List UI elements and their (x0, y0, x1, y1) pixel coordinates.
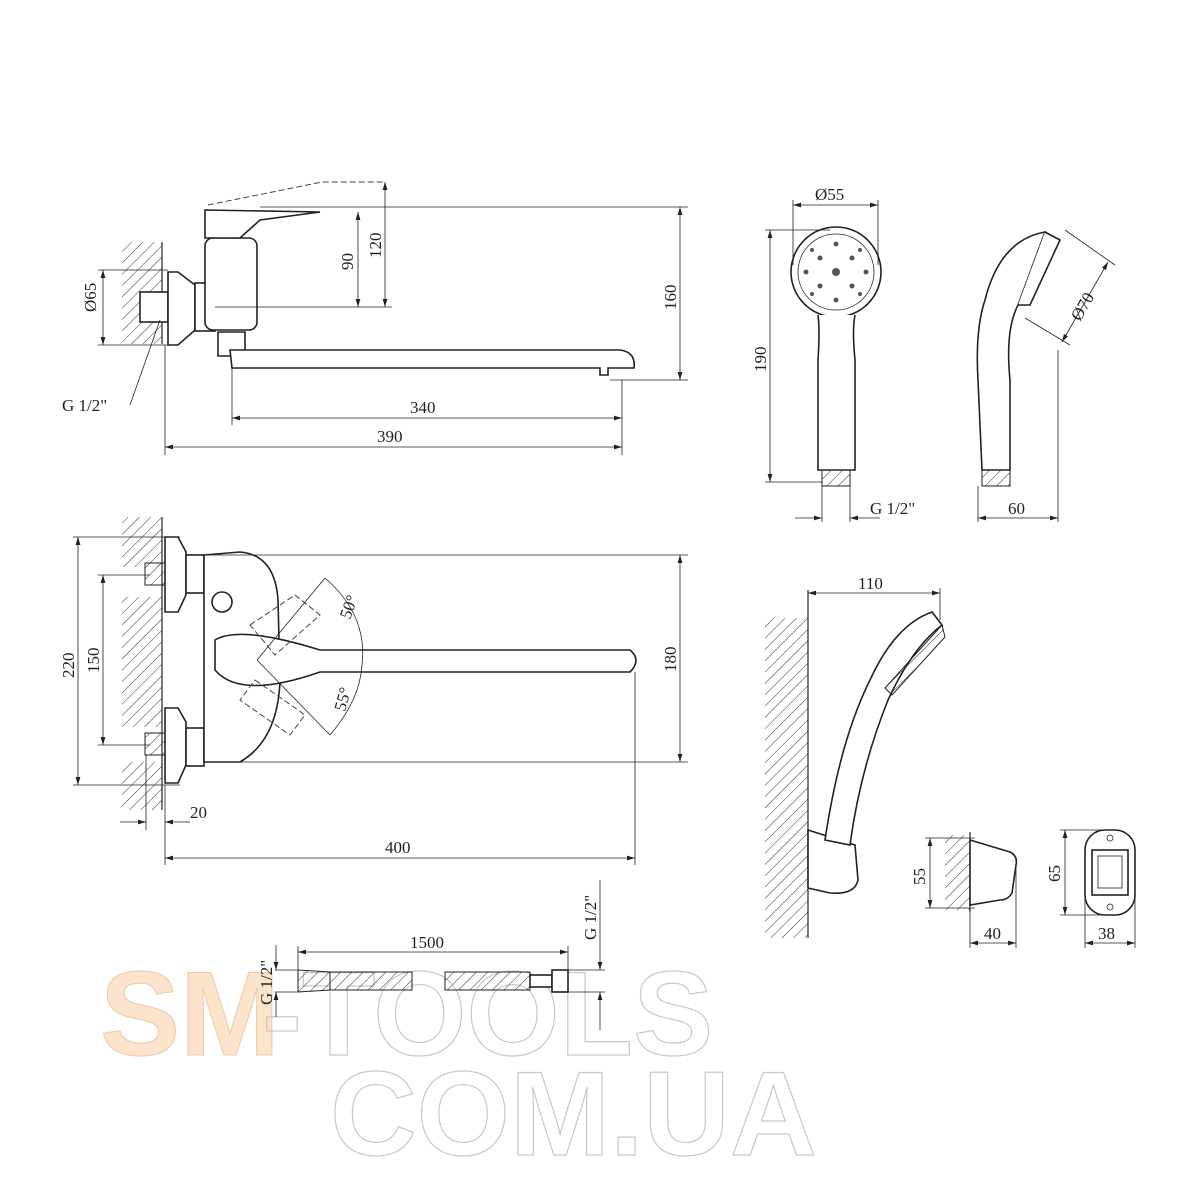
dim-spout-length: 340 (410, 398, 436, 417)
dim-side-head-diameter: Ø70 (1067, 289, 1098, 324)
dim-hose-thread-right: G 1/2" (581, 895, 600, 940)
dim-wall-diameter: Ø65 (81, 283, 100, 312)
dim-holder-depth: 40 (984, 924, 1001, 943)
dim-total-height: 160 (661, 285, 680, 311)
dim-spout-offset: 180 (661, 647, 680, 673)
dim-angle-lower: 55° (331, 685, 356, 713)
dim-shower-thread: G 1/2" (870, 499, 915, 518)
dim-holder-width: 38 (1098, 924, 1115, 943)
dim-center-distance: 150 (84, 648, 103, 674)
holder-front-view: 65 38 (1045, 829, 1136, 948)
dim-thread-side: G 1/2" (62, 396, 107, 415)
watermark-com-ua: COM.UA (330, 1047, 817, 1181)
dim-shower-depth: 60 (1008, 499, 1025, 518)
faucet-side-view: Ø65 G 1/2" 120 90 160 340 390 (62, 181, 688, 455)
dim-head-diameter: Ø55 (815, 185, 844, 204)
watermark-sm: SM (100, 947, 280, 1081)
dim-angle-upper: 50° (336, 592, 362, 621)
dim-total-length: 390 (377, 427, 403, 446)
watermark: SM -TOOLS COM.UA (100, 946, 818, 1181)
dim-wall-offset: 20 (190, 803, 207, 822)
dim-hose-thread-left: G 1/2" (257, 960, 276, 1005)
dim-lever-raised: 120 (366, 233, 385, 259)
faucet-top-view: 50° 55° 220 150 180 20 400 (59, 517, 688, 865)
watermark-tools: -TOOLS (262, 947, 713, 1081)
shower-on-wall-holder: 110 (765, 574, 946, 938)
dim-holder-height: 55 (910, 868, 929, 885)
dim-shower-length: 190 (751, 347, 770, 373)
hand-shower-side: Ø70 60 (976, 229, 1116, 522)
dim-reach: 400 (385, 838, 411, 857)
dim-lever-height: 90 (338, 253, 357, 270)
dim-hose-length: 1500 (410, 933, 444, 952)
dim-holder-front-height: 65 (1045, 865, 1064, 882)
hand-shower-front: Ø55 190 G 1/2" (751, 185, 915, 522)
dim-projection: 110 (858, 574, 883, 593)
holder-side-view: 55 40 (910, 832, 1018, 948)
shower-hose: 1500 G 1/2" G 1/2" (257, 880, 605, 1030)
dim-total-width: 220 (59, 653, 78, 679)
